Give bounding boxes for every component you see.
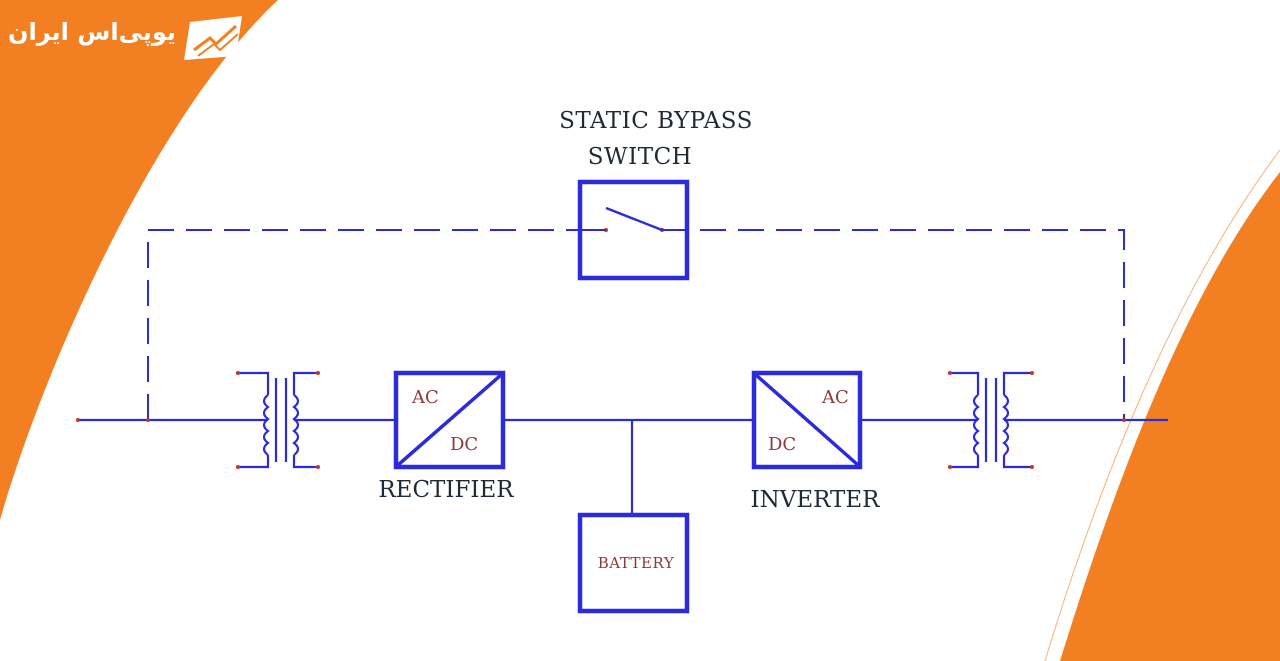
rectifier-dc-label: DC	[450, 434, 478, 455]
bypass-label-line1: STATIC BYPASS	[559, 108, 753, 134]
rectifier-block: AC DC	[393, 370, 506, 470]
input-transformer-icon	[238, 371, 318, 469]
inverter-dc-label: DC	[768, 434, 796, 455]
static-bypass-switch	[577, 179, 690, 281]
brand-logo: یوپی‌اس ایران	[8, 16, 242, 60]
battery-block: BATTERY	[577, 512, 690, 614]
right-orange-band	[1060, 172, 1280, 661]
terminal-dots	[76, 228, 1126, 422]
inverter-label: INVERTER	[751, 487, 881, 513]
bypass-dashed-line	[147, 229, 1125, 420]
bypass-label-line2: SWITCH	[588, 144, 692, 170]
battery-label: BATTERY	[598, 554, 675, 572]
right-thin-stroke	[1044, 149, 1280, 661]
main-power-line	[78, 418, 1168, 515]
output-transformer-icon	[950, 371, 1032, 469]
switch-lever	[605, 206, 663, 232]
inverter-ac-label: AC	[821, 387, 849, 408]
rectifier-ac-label: AC	[411, 387, 439, 408]
inverter-block: AC DC	[751, 370, 863, 470]
left-orange-band	[0, 0, 278, 520]
lightning-box-icon	[184, 16, 242, 60]
rectifier-label: RECTIFIER	[378, 477, 514, 503]
logo-text: یوپی‌اس ایران	[8, 18, 176, 46]
